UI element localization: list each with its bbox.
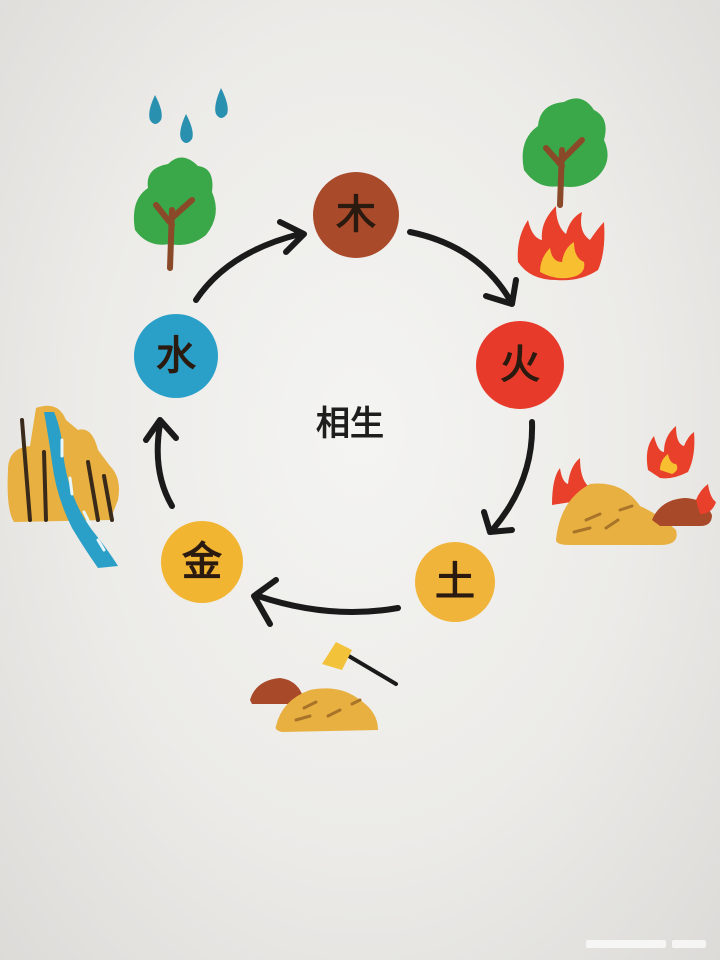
element-metal-label: 金 bbox=[181, 539, 223, 585]
cycle-title: 相生 bbox=[316, 404, 384, 444]
element-water: 水 bbox=[134, 314, 218, 398]
mound-pickaxe-icon bbox=[250, 642, 398, 732]
element-wood-label: 木 bbox=[336, 192, 376, 238]
mountain-waterfall-icon bbox=[7, 405, 120, 568]
arrow-metal-to-water bbox=[154, 421, 175, 509]
arrow-earth-to-metal bbox=[255, 593, 401, 615]
tree-icon-left bbox=[133, 157, 216, 271]
tree-icon-right bbox=[522, 98, 608, 208]
burning-mound-icon bbox=[552, 458, 716, 545]
element-earth-label: 土 bbox=[435, 559, 475, 605]
fire-icon-far-right bbox=[646, 426, 695, 479]
cycle-arrows bbox=[143, 219, 536, 627]
element-metal: 金 bbox=[161, 521, 243, 603]
watermark-logo bbox=[586, 940, 706, 948]
arrow-wood-to-fire bbox=[407, 229, 513, 303]
element-wood: 木 bbox=[313, 172, 399, 258]
element-water-label: 水 bbox=[156, 333, 197, 379]
element-earth: 土 bbox=[415, 542, 495, 622]
arrow-water-to-wood bbox=[193, 231, 303, 303]
arrow-fire-to-earth bbox=[491, 419, 536, 531]
element-fire-label: 火 bbox=[500, 342, 540, 388]
fire-icon-top-right bbox=[517, 206, 605, 281]
element-fire: 火 bbox=[476, 321, 564, 409]
raindrops-icon bbox=[149, 88, 228, 143]
